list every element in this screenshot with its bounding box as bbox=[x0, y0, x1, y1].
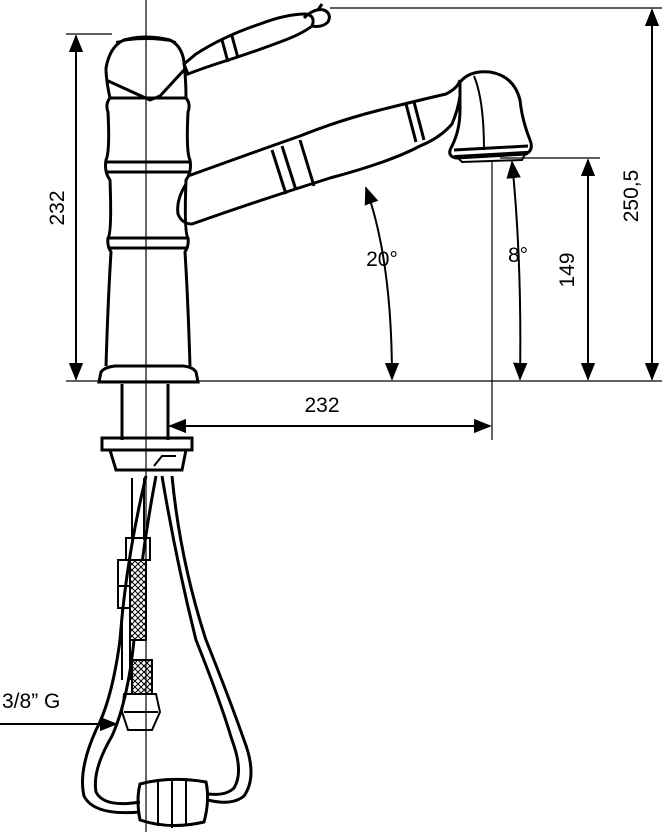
dim-outlet-angle: 8° bbox=[508, 244, 528, 267]
dimension-lines bbox=[0, 7, 662, 732]
connection-label: 3/8” G bbox=[2, 690, 60, 713]
faucet-body bbox=[97, 35, 200, 384]
dim-reach: 232 bbox=[304, 394, 339, 417]
dim-spout-angle: 20° bbox=[366, 248, 398, 271]
lever-handle bbox=[182, 3, 331, 76]
dim-height-left: 232 bbox=[46, 190, 69, 225]
supply-hoses bbox=[81, 475, 253, 828]
dim-total-height: 250,5 bbox=[620, 170, 643, 223]
dim-outlet-height: 149 bbox=[556, 252, 579, 287]
mounting-shank bbox=[100, 384, 194, 472]
spout bbox=[176, 70, 533, 226]
